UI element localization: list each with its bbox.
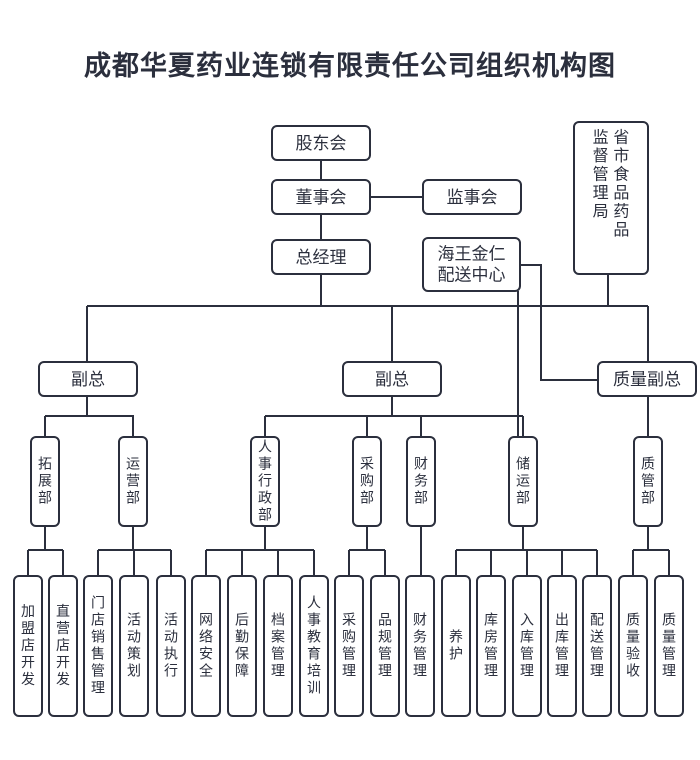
- node-dept-purchase-label: 采购部: [360, 457, 374, 507]
- node-leaf-6-label: 后勤保障: [235, 613, 249, 680]
- line-vp-left-bus: [45, 415, 134, 437]
- node-board: 董事会: [271, 179, 371, 215]
- node-dept-expand-label: 拓展部: [38, 457, 52, 507]
- node-leaf-4-label: 活动执行: [164, 613, 178, 680]
- node-vp-quality: 质量副总: [597, 361, 697, 397]
- node-leaf-13-label: 库房管理: [484, 613, 498, 680]
- node-vp-left: 副总: [38, 361, 138, 397]
- page-title: 成都华夏药业连锁有限责任公司组织机构图: [84, 51, 616, 82]
- node-leaf-11: 财务管理: [405, 575, 435, 717]
- node-leaf-18: 质量管理: [654, 575, 684, 717]
- node-leaf-5-label: 网络安全: [199, 613, 213, 680]
- node-leaf-3-label: 活动策划: [127, 613, 141, 680]
- node-leaf-17: 质量验收: [618, 575, 648, 717]
- node-dept-finance-label: 财务部: [414, 457, 428, 507]
- node-dept-storage-label: 储运部: [516, 457, 530, 507]
- node-gm: 总经理: [271, 239, 371, 275]
- node-leaf-1: 直营店开发: [48, 575, 78, 717]
- node-shareholders: 股东会: [271, 125, 371, 161]
- node-leaf-6: 后勤保障: [227, 575, 257, 717]
- node-haiwang-label: 配送中心: [438, 266, 506, 286]
- node-leaf-10: 品规管理: [370, 575, 400, 717]
- node-leaf-16-label: 配送管理: [590, 613, 604, 680]
- node-vp-left-label: 副总: [71, 370, 105, 390]
- node-haiwang-label: 海王金仁: [438, 244, 506, 264]
- node-leaf-5: 网络安全: [191, 575, 221, 717]
- node-leaf-11-label: 财务管理: [413, 613, 427, 680]
- node-leaf-17-label: 质量验收: [626, 613, 640, 680]
- node-dept-ops-label: 运营部: [126, 457, 140, 507]
- node-leaf-3: 活动策划: [119, 575, 149, 717]
- node-leaf-9: 采购管理: [334, 575, 364, 717]
- node-dept-hr: 人事行政部: [250, 436, 280, 527]
- node-leaf-7-label: 档案管理: [271, 613, 285, 680]
- node-dept-ops: 运营部: [118, 436, 148, 527]
- node-leaf-9-label: 采购管理: [342, 613, 356, 680]
- node-supervisors: 监事会: [422, 179, 522, 215]
- node-leaf-12: 养护: [441, 575, 471, 717]
- node-leaf-2-label: 门店销售管理: [91, 596, 105, 697]
- node-dept-purchase: 采购部: [352, 436, 382, 527]
- node-supervisors-label: 监事会: [447, 188, 498, 208]
- node-leaf-7: 档案管理: [263, 575, 293, 717]
- node-leaf-10-label: 品规管理: [378, 613, 392, 680]
- node-leaf-4: 活动执行: [156, 575, 186, 717]
- node-leaf-0-label: 加盟店开发: [21, 604, 35, 688]
- node-dept-quality-label: 质管部: [641, 457, 655, 507]
- node-leaf-1-label: 直营店开发: [56, 603, 70, 688]
- node-leaf-8-label: 人事教育培训: [307, 596, 321, 697]
- node-regulator-label: 监督管理局: [593, 127, 609, 220]
- node-dept-storage: 储运部: [508, 436, 538, 527]
- node-vp-quality-label: 质量副总: [613, 370, 681, 390]
- node-gm-label: 总经理: [296, 248, 347, 268]
- node-regulator-label: 省市食品药品: [613, 127, 629, 239]
- node-leaf-18-label: 质量管理: [662, 613, 676, 680]
- node-leaf-2: 门店销售管理: [83, 575, 113, 717]
- node-leaf-0: 加盟店开发: [13, 575, 43, 717]
- node-leaf-12-label: 养护: [449, 630, 463, 663]
- node-leaf-16: 配送管理: [582, 575, 612, 717]
- node-vp-mid: 副总: [342, 361, 442, 397]
- node-leaf-13: 库房管理: [476, 575, 506, 717]
- node-dept-expand: 拓展部: [30, 436, 60, 527]
- node-board-label: 董事会: [296, 188, 347, 208]
- node-leaf-15: 出库管理: [547, 575, 577, 717]
- node-leaf-8: 人事教育培训: [299, 575, 329, 717]
- line-haiwang-quality: [520, 264, 598, 381]
- node-shareholders-label: 股东会: [296, 134, 347, 154]
- node-dept-quality: 质管部: [633, 436, 663, 527]
- node-leaf-14: 入库管理: [512, 575, 542, 717]
- node-leaf-14-label: 入库管理: [520, 613, 534, 680]
- node-vp-mid-label: 副总: [375, 370, 409, 390]
- node-leaf-15-label: 出库管理: [555, 613, 569, 680]
- node-dept-hr-label: 人事行政部: [258, 440, 272, 524]
- node-dept-finance: 财务部: [406, 436, 436, 527]
